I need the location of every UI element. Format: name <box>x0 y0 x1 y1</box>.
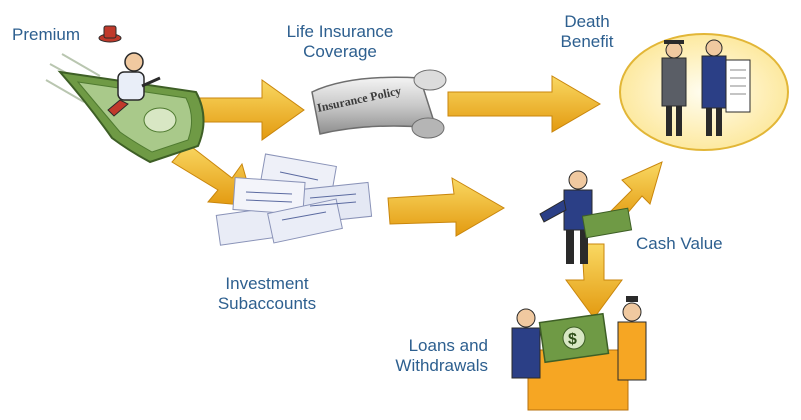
investment-papers-stack <box>215 153 373 246</box>
label-loans-withdrawals: Loans and Withdrawals <box>395 336 488 375</box>
label-premium: Premium <box>12 25 81 44</box>
insurance-policy-scroll: Insurance Policy <box>311 69 447 139</box>
bill-symbol: $ <box>568 331 577 348</box>
arrow-cash-value-to-loans <box>565 243 623 319</box>
label-investment-subaccounts: Investment Subaccounts <box>217 274 317 313</box>
premium-money-illustration <box>45 52 205 164</box>
hat-icon <box>98 25 122 43</box>
label-life-insurance-coverage: Life Insurance Coverage <box>286 22 394 61</box>
cash-value-illustration <box>539 170 633 264</box>
arrow-investment-to-cash-value <box>387 177 505 237</box>
loans-withdrawals-illustration: $ <box>511 296 647 411</box>
arrow-premium-to-coverage <box>199 79 305 141</box>
arrow-coverage-to-death-benefit <box>447 75 601 133</box>
death-benefit-illustration <box>619 33 789 151</box>
label-cash-value: Cash Value <box>636 234 723 253</box>
label-death-benefit: Death Benefit <box>560 12 614 51</box>
